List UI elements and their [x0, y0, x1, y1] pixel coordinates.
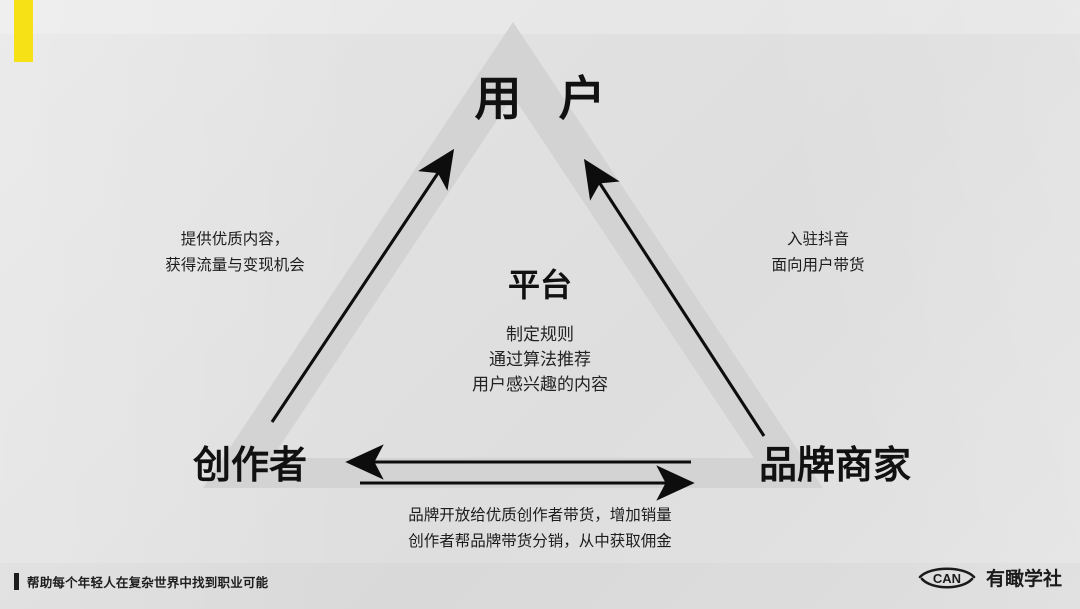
can-eye-icon: CAN — [918, 567, 976, 589]
svg-text:CAN: CAN — [933, 571, 961, 586]
brand-wordmark: 有瞰学社 — [985, 568, 1062, 590]
node-creator-label: 创作者 — [192, 445, 307, 487]
footer-tagline: 帮助每个年轻人在复杂世界中找到职业可能 — [27, 576, 269, 590]
node-user-label: 用 户 — [474, 72, 618, 125]
arrow-creator-to-user — [270, 148, 455, 423]
node-brand-label: 品牌商家 — [758, 445, 911, 487]
center-platform-title: 平台 — [507, 267, 572, 303]
edge-label-creator-to-user: 提供优质内容， 获得流量与变现机会 — [165, 231, 305, 274]
arrow-brand-to-user — [583, 158, 766, 437]
footer-tick-mark — [14, 573, 19, 590]
center-platform-description: 制定规则 通过算法推荐 用户感兴趣的内容 — [472, 325, 608, 394]
footer-tagline-group: 帮助每个年轻人在复杂世界中找到职业可能 — [14, 572, 268, 591]
brand-logo: CAN 有瞰学社 — [916, 562, 1062, 592]
edge-label-brand-to-user: 入驻抖音 面向用户带货 — [771, 231, 865, 274]
triangle-outline-band — [203, 22, 823, 488]
edge-label-creator-brand: 品牌开放给优质创作者带货，增加销量 创作者帮品牌带货分销，从中获取佣金 — [408, 507, 672, 550]
yellow-accent-bar — [14, 0, 33, 62]
